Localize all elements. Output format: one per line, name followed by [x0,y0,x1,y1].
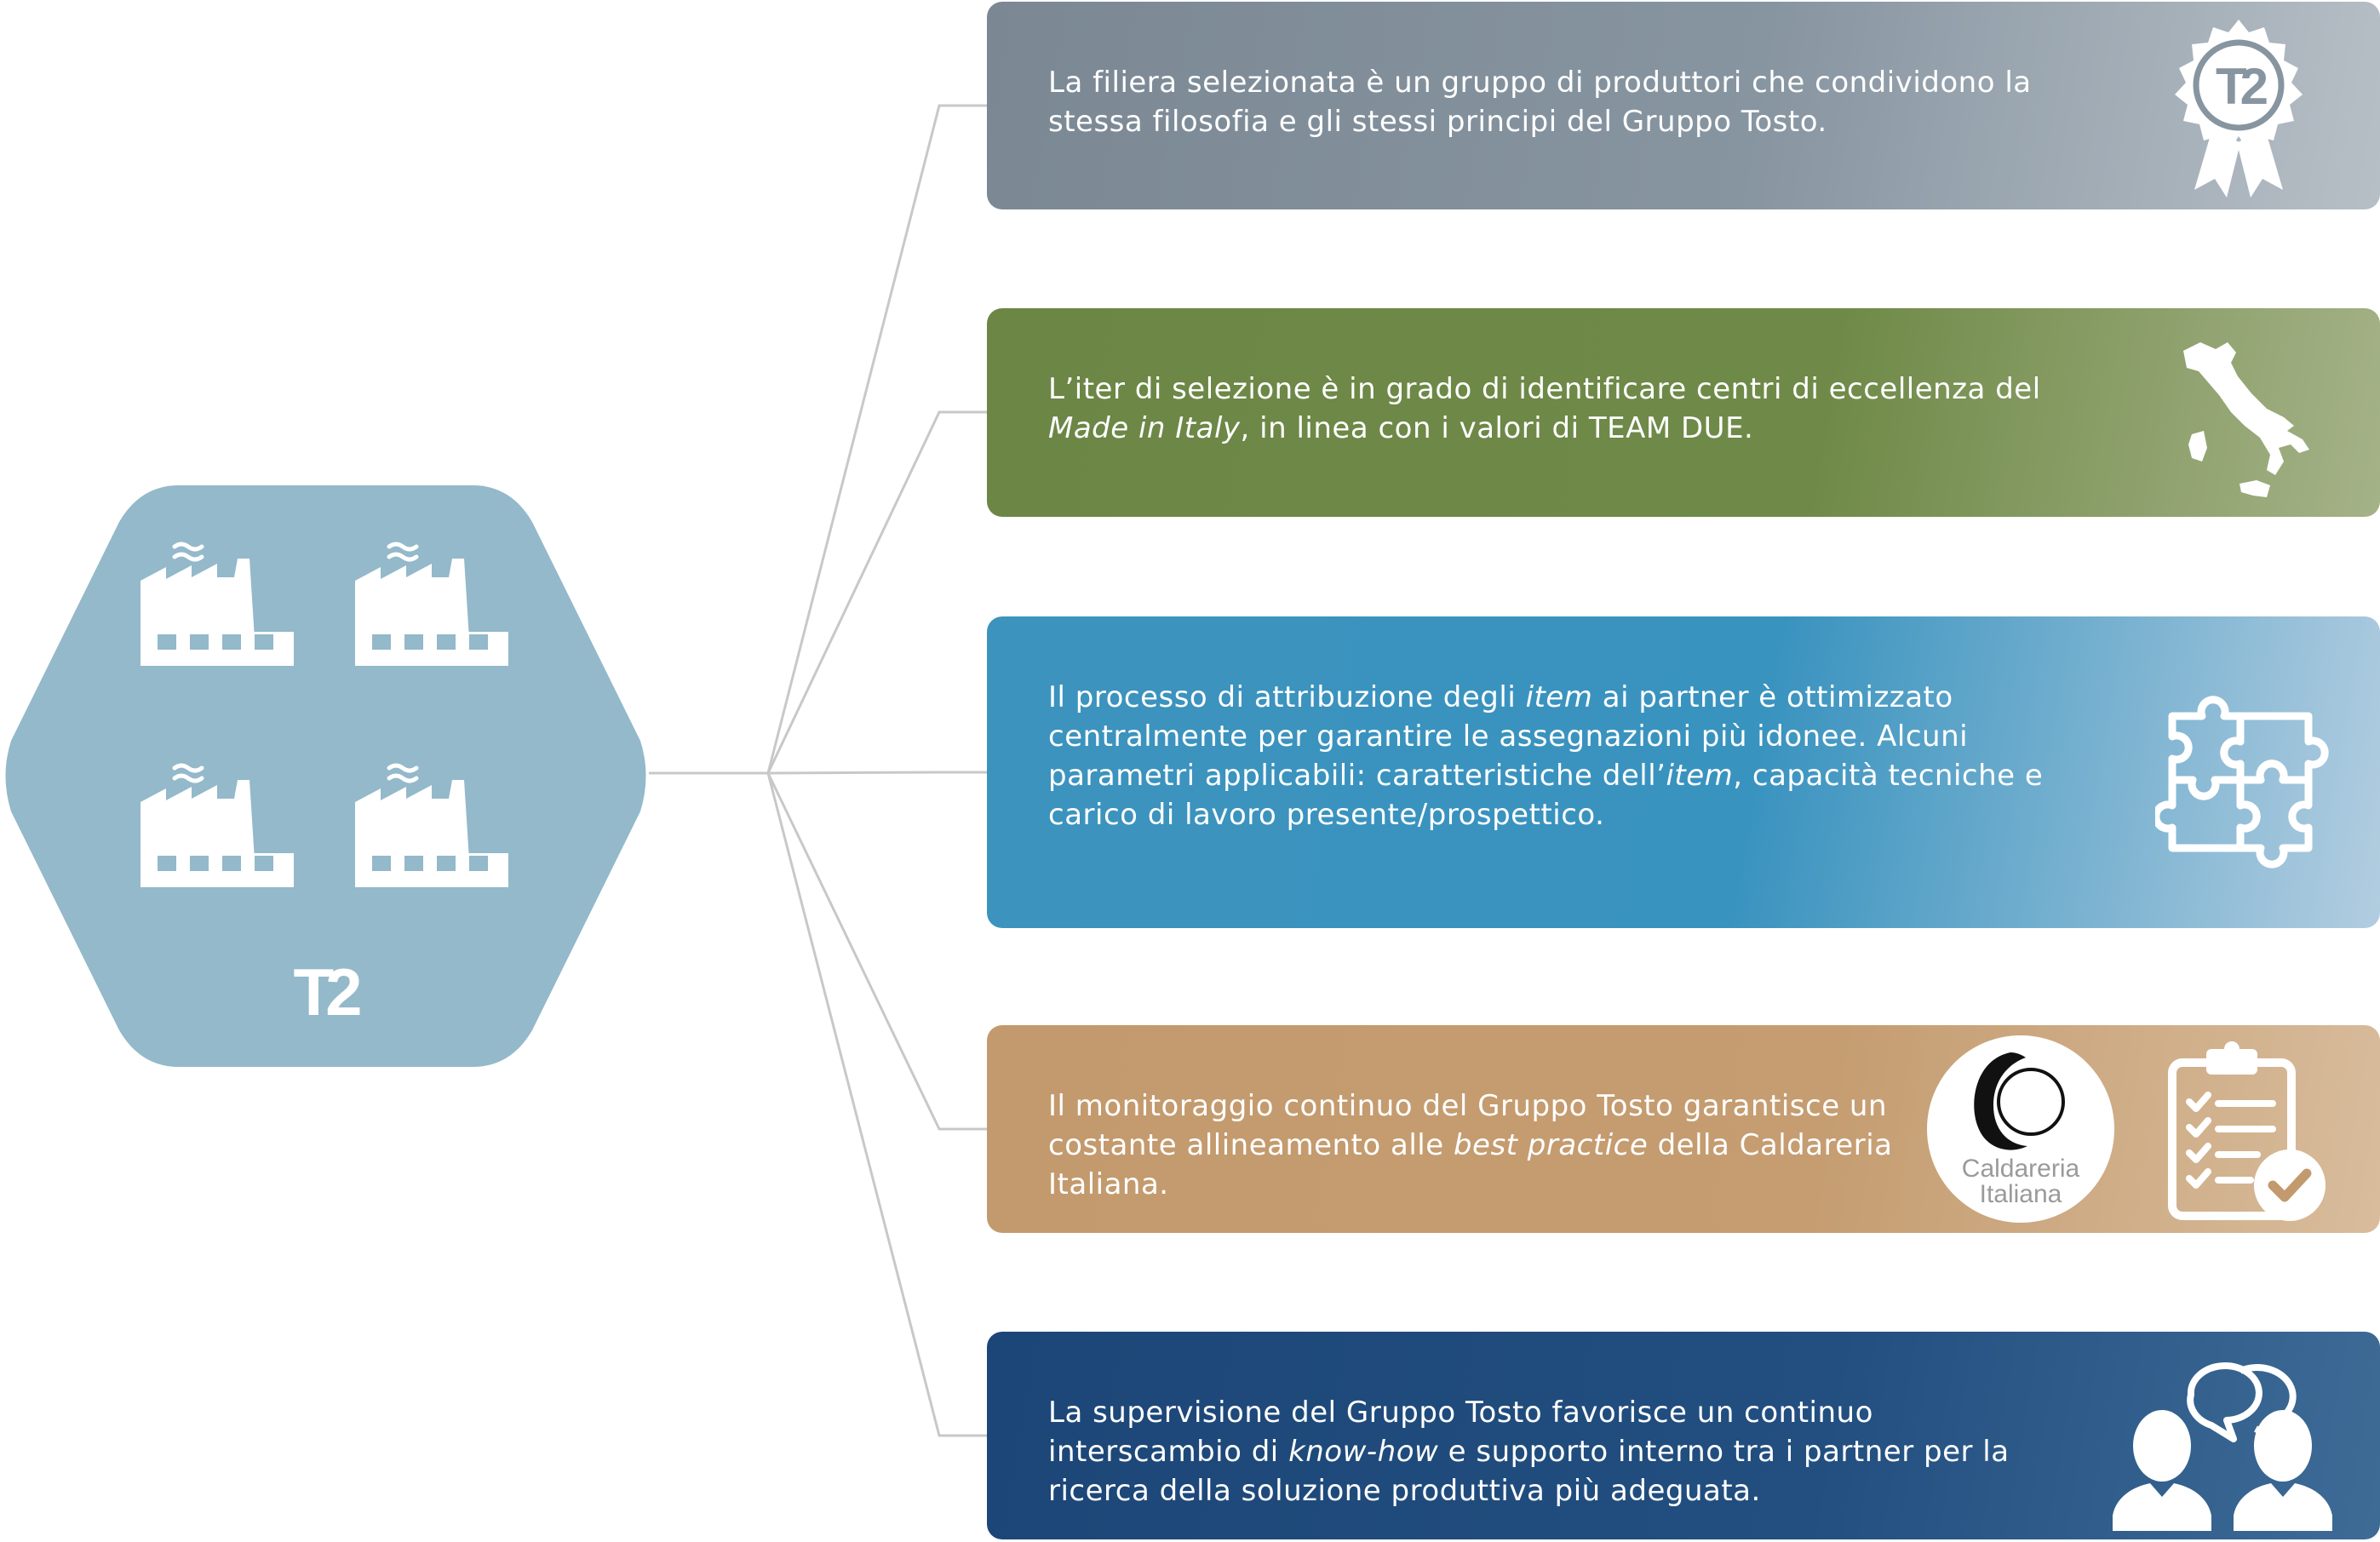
card-text-segment: ai partner è ottimizzato centralmente pe… [1048,680,1969,793]
italy-map-icon [2175,334,2320,504]
badge-logo-text: T2 [2216,58,2267,115]
connector-line-1 [766,104,1018,774]
card-text: L’iter di selezione è in grado di identi… [1048,370,2070,448]
connector-line-2 [766,410,1018,774]
award-badge-icon: T2 [2162,15,2315,203]
hub-logo: T2 [293,954,360,1029]
logo-line-2: Italiana [1980,1180,2062,1208]
info-card-made-in-italy: L’iter di selezione è in grado di identi… [987,308,2380,517]
card-text-segment: Il processo di attribuzione degli [1048,680,1526,714]
people-chat-icon [2113,1361,2343,1531]
clipboard-check-icon [2162,1040,2332,1228]
card-text-segment: , in linea con i valori di TEAM DUE. [1240,411,1754,445]
card-text: Il processo di attribuzione degli item a… [1048,678,2070,834]
card-text-segment: Il monitoraggio continuo del Gruppo Tost… [1048,1089,1888,1162]
connector-line-3 [767,771,1018,775]
card-text-segment: La filiera selezionata è un gruppo di pr… [1048,66,2032,139]
card-text-segment: item [1525,680,1593,714]
info-card-monitoring: Il monitoraggio continuo del Gruppo Tost… [987,1025,2380,1233]
card-text-segment: Made in Italy [1048,411,1241,445]
info-card-item-allocation: Il processo di attribuzione degli item a… [987,616,2380,928]
info-card-supervision: La supervisione del Gruppo Tosto favoris… [987,1332,2380,1539]
hub-hexagon: T2 [0,485,651,1067]
card-text-segment: best practice [1453,1128,1649,1162]
card-text-segment: know-how [1288,1435,1439,1469]
card-text-segment: e supporto interno tra i partner per la … [1048,1435,2010,1508]
card-text: Il monitoraggio continuo del Gruppo Tost… [1048,1086,1917,1204]
caldareria-logo: Caldareria Italiana [1925,1034,2116,1224]
logo-line-1: Caldareria [1962,1155,2080,1183]
caldareria-logo-mark [1974,1052,2027,1150]
card-text-segment: L’iter di selezione è in grado di identi… [1048,372,2041,406]
puzzle-icon [2152,695,2334,874]
card-text-segment: , capacità tecniche e carico di lavoro p… [1048,759,2044,832]
card-text-segment: La supervisione del Gruppo Tosto favoris… [1048,1396,1873,1469]
card-text: La supervisione del Gruppo Tosto favoris… [1048,1393,2070,1510]
card-text-segment: della Caldareria Italiana. [1048,1128,1893,1201]
info-card-supply-chain: La filiera selezionata è un gruppo di pr… [987,2,2380,209]
card-text-segment: item [1666,759,1734,793]
connector-line-5 [766,772,1018,1437]
card-text: La filiera selezionata è un gruppo di pr… [1048,63,2070,141]
connector-line-4 [766,772,1018,1131]
